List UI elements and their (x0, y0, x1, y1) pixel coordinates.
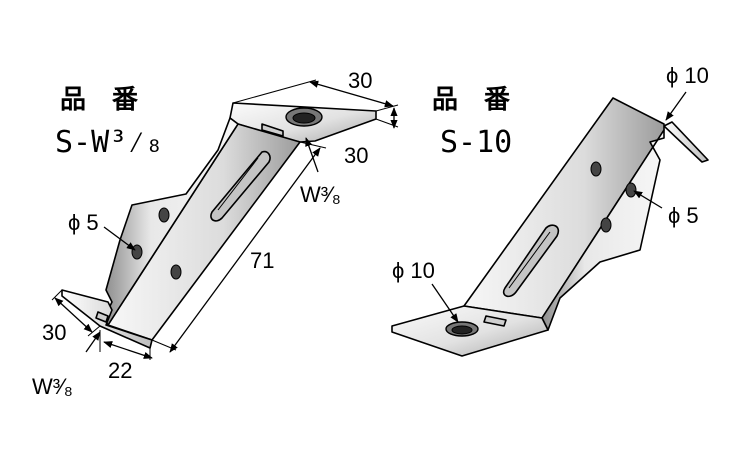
right-title: 品 番 (432, 85, 511, 115)
left-dim-top-width: 30 (344, 143, 368, 168)
right-hole-bottom-label: ϕ 10 (392, 258, 435, 283)
left-hole-side-label: ϕ 5 (68, 210, 99, 235)
right-side-hole-2 (625, 182, 637, 198)
left-dimensions (51, 79, 399, 360)
left-dim-bottom-width: 22 (108, 358, 132, 383)
left-side-hole-2 (131, 244, 143, 260)
left-part-number: S-W³⁄₈ (55, 125, 163, 160)
right-part-number: S-10 (440, 125, 512, 160)
left-dim-bottom-length: 30 (42, 320, 66, 345)
left-title: 品 番 (60, 85, 139, 115)
left-side-hole-3 (170, 264, 182, 280)
left-dim-top-length: 30 (348, 68, 372, 93)
right-top-flange (663, 121, 709, 163)
right-side-hole-3 (600, 217, 612, 233)
right-long-slot (502, 224, 560, 298)
right-bracket (391, 97, 709, 357)
left-hole-bottom-label: W³⁄₈ (32, 374, 73, 399)
left-side-hole-1 (158, 207, 170, 223)
right-hole-side-label: ϕ 5 (668, 203, 699, 228)
right-hole-top-label: ϕ 10 (666, 63, 709, 88)
left-hole-top-label: W³⁄₈ (300, 182, 341, 207)
right-side-hole-1 (590, 161, 602, 177)
left-dim-length: 71 (250, 248, 274, 273)
right-leaders (431, 91, 687, 323)
